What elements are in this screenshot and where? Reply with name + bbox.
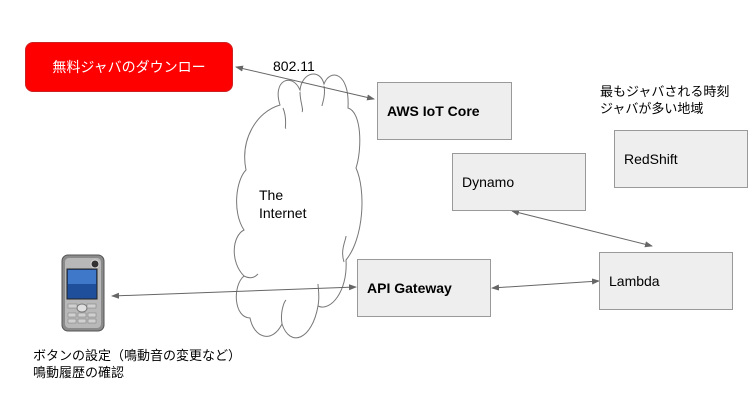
node-dynamo[interactable]: Dynamo — [452, 153, 586, 211]
node-aws-iot-core-label: AWS IoT Core — [387, 103, 480, 119]
mobile-phone-icon — [61, 254, 105, 332]
node-api-gateway-label: API Gateway — [367, 280, 452, 296]
node-lambda-label: Lambda — [609, 273, 660, 289]
redshift-note-line2: ジャバが多い地域 — [600, 102, 704, 117]
redshift-note-line1: 最もジャバされる時刻 — [600, 85, 730, 100]
phone-note-line1: ボタンの設定（鳴動音の変更など） — [33, 349, 242, 364]
node-redshift[interactable]: RedShift — [614, 130, 748, 188]
connector-phone-apigateway — [111, 284, 357, 299]
node-aws-iot-core[interactable]: AWS IoT Core — [377, 82, 512, 140]
node-api-gateway[interactable]: API Gateway — [357, 259, 491, 317]
connector-dynamo-lambda — [511, 209, 653, 248]
node-lambda[interactable]: Lambda — [599, 252, 733, 310]
node-redshift-label: RedShift — [624, 151, 678, 167]
cloud-label-line2: Internet — [259, 205, 307, 221]
phone-note-line2: 鳴動履歴の確認 — [33, 366, 125, 381]
link-label-802-11: 802.11 — [273, 58, 315, 74]
free-java-download-button[interactable]: 無料ジャバのダウンロー — [25, 42, 233, 92]
node-dynamo-label: Dynamo — [462, 174, 515, 190]
cloud-label-line1: The — [259, 187, 284, 203]
connector-802-11 — [235, 65, 375, 101]
connector-apigateway-lambda — [491, 278, 600, 291]
